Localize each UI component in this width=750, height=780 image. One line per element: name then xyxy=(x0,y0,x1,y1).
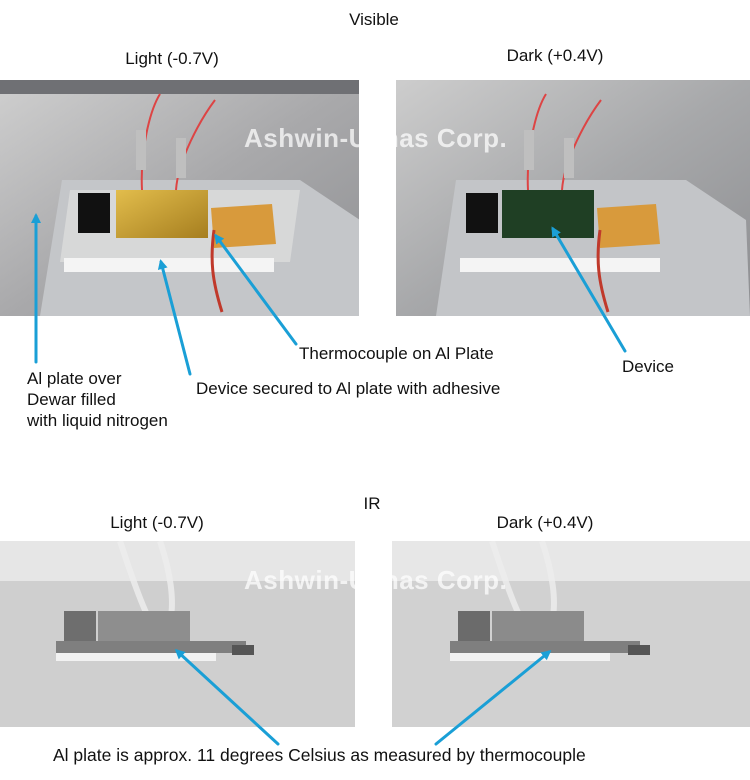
al-plate-annotation: Al plate over Dewar filled with liquid n… xyxy=(27,368,217,431)
visible-light-label: Light (-0.7V) xyxy=(125,49,219,68)
al-plate-line-3: with liquid nitrogen xyxy=(27,411,168,430)
ir-heading: IR xyxy=(363,494,381,513)
thermocouple-annotation: Thermocouple on Al Plate xyxy=(299,344,494,363)
visible-dark-photo xyxy=(396,80,750,316)
al-plate-line-1: Al plate over xyxy=(27,369,122,388)
device-annotation: Device xyxy=(622,357,674,376)
visible-heading: Visible xyxy=(349,10,399,29)
device-secured-annotation: Device secured to Al plate with adhesive xyxy=(196,379,501,398)
ir-light-label: Light (-0.7V) xyxy=(110,513,204,532)
watermark-visible: Ashwin-Ushas Corp. xyxy=(244,123,508,153)
visible-dark-label: Dark (+0.4V) xyxy=(506,46,604,65)
al-plate-line-2: Dewar filled xyxy=(27,390,116,409)
watermark-ir: Ashwin-Ushas Corp. xyxy=(244,565,508,595)
ir-dark-label: Dark (+0.4V) xyxy=(496,513,594,532)
visible-light-photo xyxy=(0,80,359,316)
ir-temperature-annotation: Al plate is approx. 11 degrees Celsius a… xyxy=(53,745,586,765)
